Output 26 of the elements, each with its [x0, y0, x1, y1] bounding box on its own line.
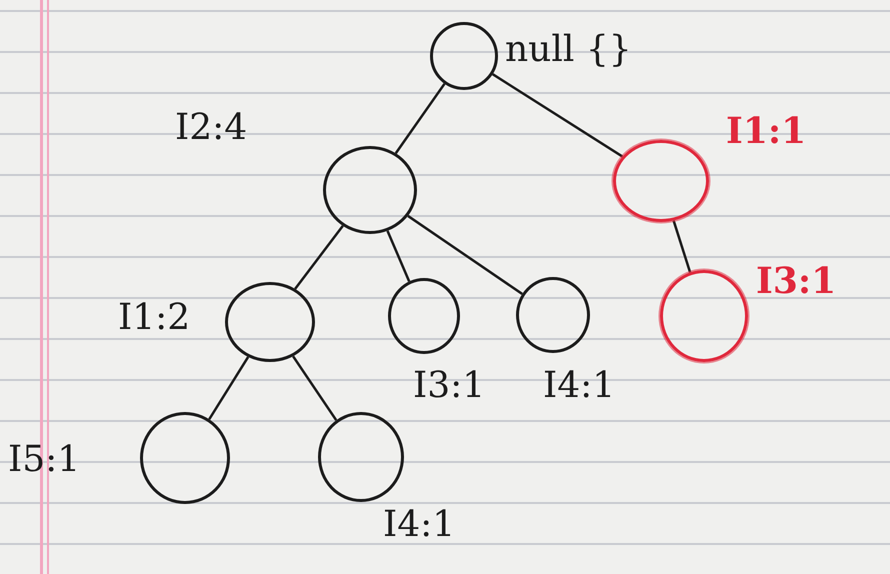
tree-branch-line [492, 73, 624, 158]
item-count-label: I2:4 [175, 108, 248, 148]
item-count-label: null {} [505, 30, 632, 70]
circle-node [430, 22, 498, 90]
circle-node [323, 146, 417, 234]
item-count-label: I3:1 [756, 262, 836, 302]
circle-node [516, 277, 590, 353]
circle-node [613, 140, 709, 222]
tree-branch-line [407, 214, 523, 295]
item-count-label: I1:2 [118, 298, 190, 338]
tree-branch-line [672, 220, 692, 273]
circle-node [660, 270, 748, 362]
tree-branch-line [394, 83, 446, 154]
tree-branch-line [386, 230, 410, 282]
item-count-label: I1:1 [726, 112, 806, 152]
circle-node [388, 278, 460, 354]
item-count-label: I3:1 [413, 366, 486, 406]
item-count-label: I5:1 [8, 440, 80, 480]
circle-node [225, 282, 315, 362]
item-count-label: I4:1 [383, 505, 456, 545]
tree-branch-line [208, 356, 250, 420]
item-count-label: I4:1 [543, 366, 616, 406]
tree-branch-line [294, 225, 344, 290]
circle-node [140, 412, 230, 504]
tree-branch-line [292, 356, 338, 421]
circle-node [318, 412, 404, 502]
